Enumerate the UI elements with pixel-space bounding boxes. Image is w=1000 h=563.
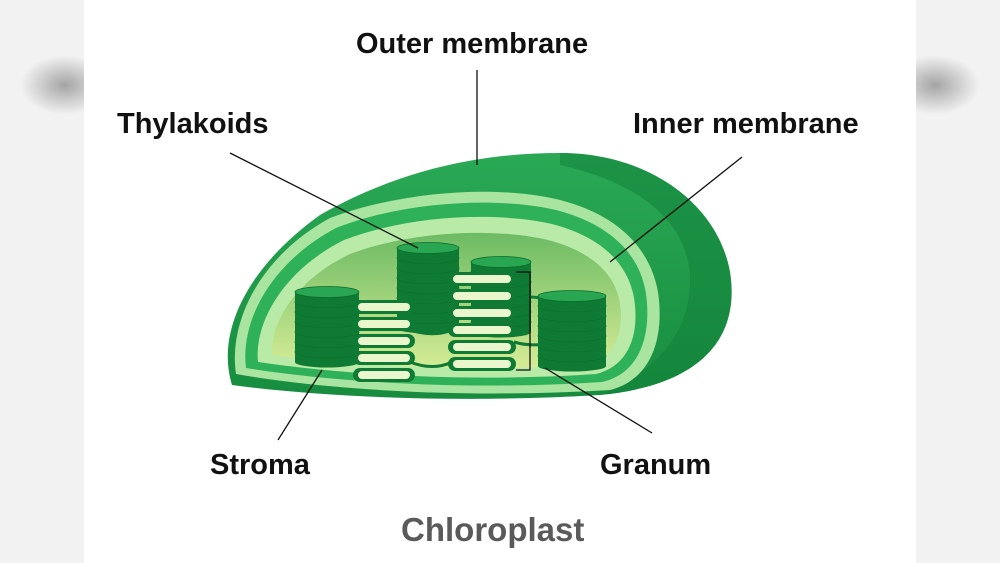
thylakoid-disc [294, 286, 360, 298]
granum-back-center [396, 242, 460, 334]
thylakoid-disc [537, 290, 607, 302]
thylakoid-disc-base [538, 310, 606, 322]
thylakoid-stacks [294, 242, 607, 382]
thylakoid-lumen [453, 326, 511, 334]
thylakoid-disc-base [397, 282, 459, 294]
thylakoid-disc-base [397, 292, 459, 304]
thylakoid-lumen [358, 320, 410, 328]
thylakoid-lumen [453, 309, 511, 317]
label-stroma: Stroma [210, 449, 310, 481]
granum-leader [544, 367, 653, 434]
thylakoid-disc-base [538, 340, 606, 352]
diagram-caption: Chloroplast [401, 511, 585, 548]
thylakoid-disc-base [295, 316, 359, 328]
thylakoid-disc-base [538, 350, 606, 362]
granum-left [294, 286, 360, 368]
thylakoid-disc-base [397, 272, 459, 284]
thylakoid-disc [396, 242, 460, 254]
thylakoid-disc-base [295, 306, 359, 318]
thylakoid-lumen [358, 303, 410, 311]
thylakoid-disc [470, 256, 532, 268]
thylakoid-disc-base [397, 252, 459, 264]
leader-lines [229, 70, 743, 441]
label-granum: Granum [600, 449, 712, 481]
label-outer-membrane: Outer membrane [356, 28, 589, 60]
thylakoid-lumen [358, 354, 410, 362]
stroma-leader [277, 369, 323, 441]
thylakoid-lumen [453, 292, 511, 300]
thylakoid-lumen [358, 371, 410, 379]
thylakoid-disc-base [538, 300, 606, 312]
thylakoid-disc-base [295, 326, 359, 338]
thylakoid-lumen [453, 360, 511, 368]
thylakoid-lumen [453, 275, 511, 283]
thylakoid-lumen [358, 337, 410, 345]
thylakoid-disc-base [295, 296, 359, 308]
thylakoids-leader [229, 152, 419, 249]
outer-membrane-shade [560, 153, 732, 395]
label-inner-membrane: Inner membrane [633, 108, 859, 140]
granum-bracket [516, 271, 531, 371]
label-thylakoids: Thylakoids [117, 108, 269, 140]
inner-membrane-leader [609, 156, 743, 263]
granum-right [537, 290, 607, 372]
right-side-shadow [890, 0, 1000, 563]
thylakoid-disc-base [295, 346, 359, 358]
granum-cutaway-left [353, 300, 415, 382]
thylakoid-disc-base [538, 320, 606, 332]
thylakoid-disc-base [397, 262, 459, 274]
thylakoid-disc-base [538, 360, 606, 372]
thylakoid-disc-base [295, 336, 359, 348]
granum-cutaway-right [448, 272, 516, 371]
thylakoid-lumen [453, 343, 511, 351]
thylakoid-disc-base [538, 330, 606, 342]
thylakoid-disc-base [295, 356, 359, 368]
